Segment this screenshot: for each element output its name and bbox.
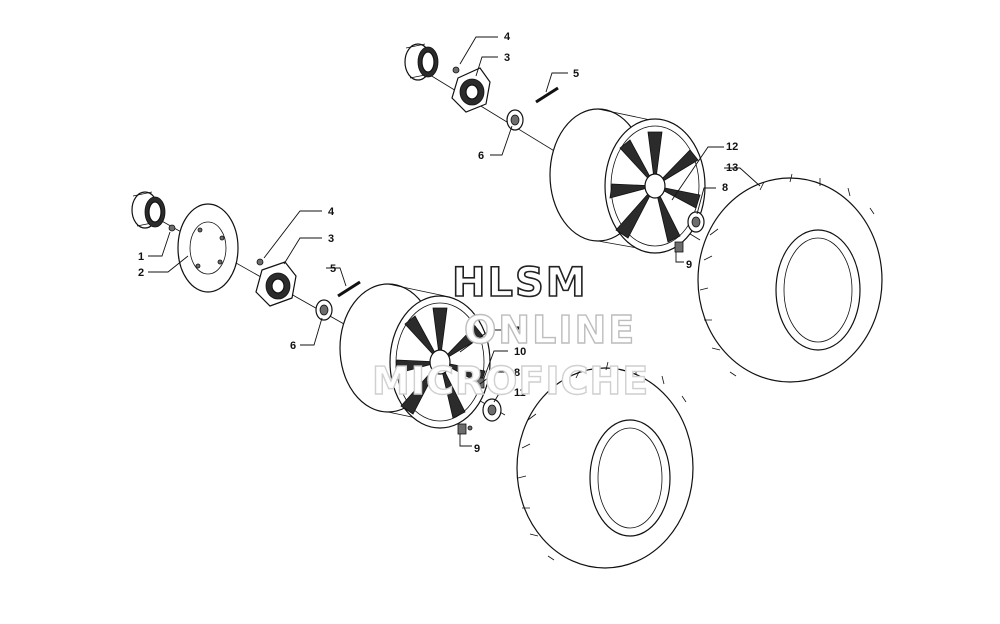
upper-valve-stem <box>674 241 684 253</box>
upper-tire <box>697 173 883 383</box>
callout-lower-5: 5 <box>330 263 336 275</box>
lower-tire <box>516 361 694 569</box>
callout-lower-1: 1 <box>138 251 144 263</box>
upper-center-cap <box>687 211 705 233</box>
callout-lower-2: 2 <box>138 267 144 279</box>
upper-hub <box>451 66 491 113</box>
callout-lower-3: 3 <box>328 233 334 245</box>
watermark-line-2: ONLINE <box>464 308 636 352</box>
upper-wheel <box>549 108 706 254</box>
upper-hub-nut <box>506 109 524 131</box>
callout-lower-6: 6 <box>290 340 296 352</box>
callout-upper-9: 9 <box>686 259 692 271</box>
lower-bolt <box>168 224 176 232</box>
upper-cotter-pin <box>535 86 559 104</box>
callout-upper-8: 8 <box>722 182 728 194</box>
callout-upper-5: 5 <box>573 68 579 80</box>
callout-lower-7: 7 <box>514 325 520 337</box>
lower-center-cap <box>482 398 502 422</box>
callout-upper-12: 12 <box>726 141 738 153</box>
upper-wheel-spokes <box>609 131 701 243</box>
callout-lower-9: 9 <box>474 443 480 455</box>
watermark-line-1: HLSM <box>452 260 588 306</box>
lower-cotter-pin <box>337 280 361 298</box>
lower-valve-stem <box>457 423 473 435</box>
callout-upper-3: 3 <box>504 52 510 64</box>
callout-upper-13: 13 <box>726 162 738 174</box>
lower-hub-nut <box>315 299 333 321</box>
brake-disc <box>177 203 239 293</box>
callout-lower-4: 4 <box>328 206 335 218</box>
lower-bearing-cartridge <box>131 191 166 229</box>
lower-lug-nut <box>473 377 485 389</box>
callout-lower-11: 11 <box>514 387 526 399</box>
upper-bearing-cartridge <box>404 43 439 81</box>
callout-upper-4: 4 <box>504 31 511 43</box>
lower-hub <box>255 258 297 307</box>
callout-upper-6: 6 <box>478 150 484 162</box>
callout-lower-8: 8 <box>514 367 520 379</box>
watermark-line-3: MICROFICHE <box>372 359 649 403</box>
callout-lower-10: 10 <box>514 346 526 358</box>
leader-lines <box>148 36 761 447</box>
